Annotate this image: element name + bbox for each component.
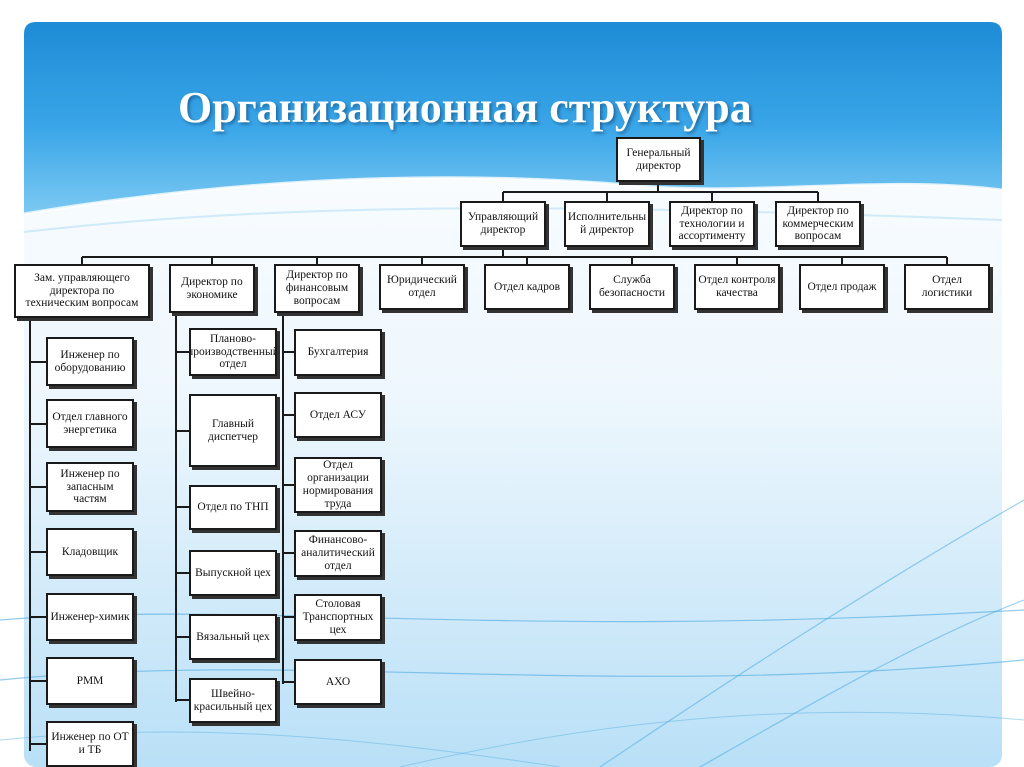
node-financial-analytics-department: Финансово-аналитический отдел xyxy=(294,530,382,577)
node-executive-director: Исполнительны й директор xyxy=(564,201,650,247)
node-spare-parts-engineer: Инженер по запасным частям xyxy=(46,462,134,512)
node-equipment-engineer: Инженер по оборудованию xyxy=(46,337,134,386)
node-finance-director: Директор по финансовым вопросам xyxy=(274,264,360,313)
node-technology-director: Директор по технологии и ассортименту xyxy=(669,201,755,247)
node-canteen-transport: Столовая Транспортных цех xyxy=(294,594,382,641)
node-planning-department: Планово-производственный отдел xyxy=(189,328,277,376)
node-knitting-shop: Вязальный цех xyxy=(189,614,277,660)
node-safety-engineer: Инженер по ОТ и ТБ xyxy=(46,721,134,767)
node-quality-control: Отдел контроля качества xyxy=(694,264,780,310)
node-deputy-technical: Зам. управляющего директора по техническ… xyxy=(14,264,150,318)
node-labor-rationing-department: Отдел организации нормирования труда xyxy=(294,457,382,513)
page-title: Организационная структура xyxy=(178,83,752,132)
node-sales-department: Отдел продаж xyxy=(799,264,885,310)
node-security-service: Служба безопасности xyxy=(589,264,675,310)
node-sewing-dyeing-shop: Швейно-красильный цех xyxy=(189,678,277,723)
node-rmm: РММ xyxy=(46,657,134,705)
node-legal-department: Юридический отдел xyxy=(379,264,465,310)
node-hr-department: Отдел кадров xyxy=(484,264,570,310)
node-consumer-goods-department: Отдел по ТНП xyxy=(189,485,277,530)
node-chemical-engineer: Инженер-химик xyxy=(46,593,134,641)
node-economics-director: Директор по экономике xyxy=(169,264,255,313)
node-logistics-department: Отдел логистики xyxy=(904,264,990,310)
node-general-director: Генеральный директор xyxy=(616,137,701,182)
node-chief-energy-department: Отдел главного энергетика xyxy=(46,399,134,448)
node-managing-director: Управляющий директор xyxy=(460,201,546,247)
node-chief-dispatcher: Главный диспетчер xyxy=(189,394,277,467)
node-storekeeper: Кладовщик xyxy=(46,528,134,576)
node-accounting: Бухгалтерия xyxy=(294,329,382,376)
node-commercial-director: Директор по коммерческим вопросам xyxy=(775,201,861,247)
node-aho: АХО xyxy=(294,659,382,705)
node-finishing-shop: Выпускной цех xyxy=(189,550,277,596)
node-asu-department: Отдел АСУ xyxy=(294,392,382,438)
